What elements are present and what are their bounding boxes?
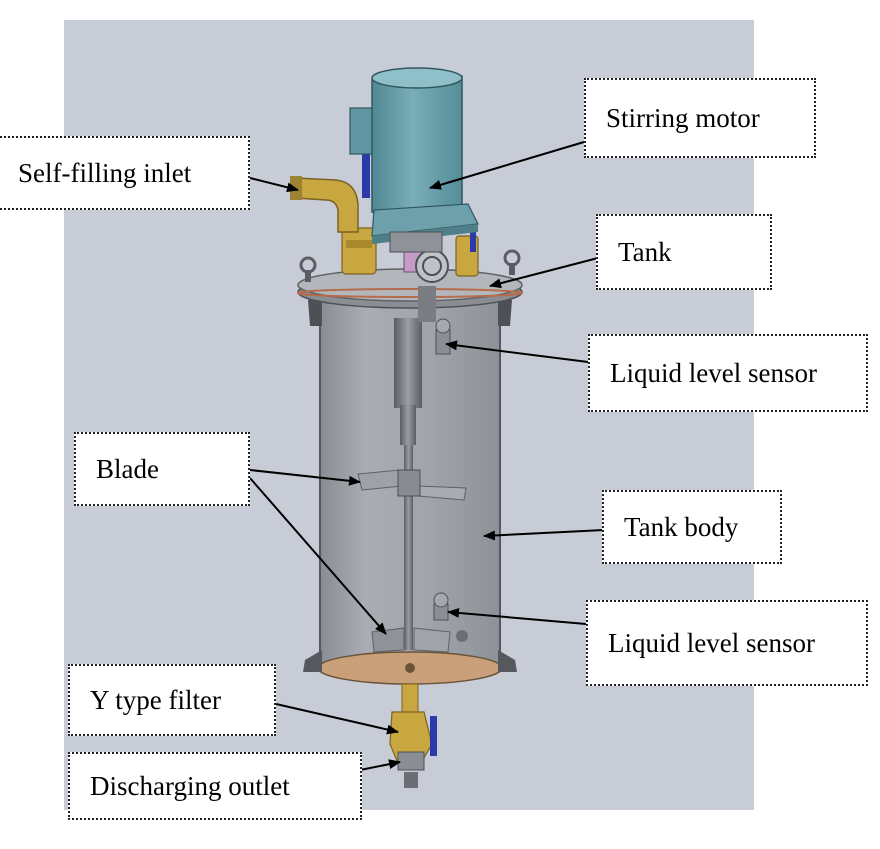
tank-lid-shape <box>297 249 523 309</box>
label-y-type-filter: Y type filter <box>68 664 276 736</box>
label-stirring-motor: Stirring motor <box>584 78 816 158</box>
label-tank-body: Tank body <box>602 490 782 564</box>
blade-shapes <box>357 469 467 653</box>
leader-lines <box>249 141 605 771</box>
label-liquid-level-sensor-bottom: Liquid level sensor <box>586 600 868 686</box>
stirring-motor-shape <box>349 67 479 253</box>
bottom-fittings-shapes <box>389 683 437 788</box>
leader-y-type-filter <box>275 703 399 735</box>
leader-stirring-motor <box>429 141 585 190</box>
label-liquid-level-sensor-top: Liquid level sensor <box>588 334 868 412</box>
leader-tank <box>489 257 599 289</box>
leader-tank-body <box>483 529 605 541</box>
leader-discharging-outlet <box>359 759 401 771</box>
label-blade: Blade <box>74 432 250 506</box>
label-tank: Tank <box>596 214 772 290</box>
label-self-filling-inlet: Self-filling inlet <box>0 136 250 210</box>
leader-blade-lower <box>249 477 387 635</box>
leader-liquid-level-sensor-top <box>445 340 589 363</box>
stirring-shaft-shape <box>394 318 422 650</box>
leader-self-filling-inlet <box>249 177 299 193</box>
label-discharging-outlet: Discharging outlet <box>68 752 362 820</box>
leader-blade-upper <box>249 469 361 486</box>
leader-liquid-level-sensor-bottom <box>447 607 587 625</box>
